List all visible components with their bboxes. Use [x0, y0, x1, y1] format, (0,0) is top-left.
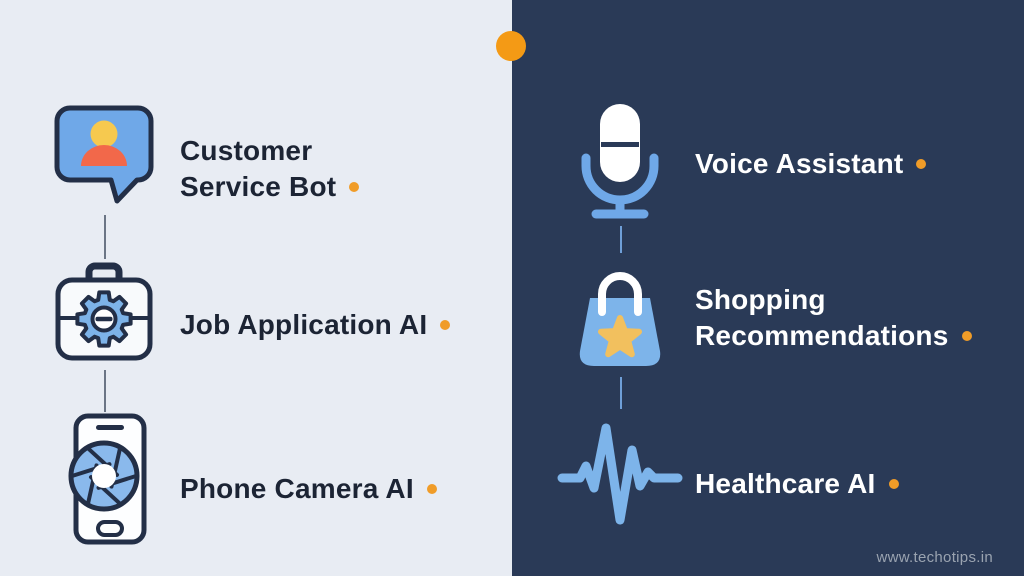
left-item-text: Customer Service Bot [180, 135, 337, 202]
center-accent-dot [496, 31, 526, 61]
bullet-dot-icon [349, 181, 360, 192]
right-item-label: Voice Assistant [695, 146, 1024, 182]
connector-line [620, 377, 622, 409]
heartbeat-pulse-icon [556, 416, 684, 534]
bullet-dot-icon [961, 330, 972, 341]
bullet-dot-icon [916, 158, 927, 169]
right-item-text: Shopping Recommendations [695, 284, 949, 351]
left-item-text: Phone Camera AI [180, 473, 414, 504]
right-item-label: Healthcare AI [695, 466, 1024, 502]
bullet-dot-icon [888, 478, 899, 489]
connector-line [104, 215, 106, 259]
phone-camera-aperture-icon [60, 412, 148, 546]
left-item-label: Phone Camera AI [180, 471, 520, 507]
right-item-label: Shopping Recommendations [695, 282, 1024, 354]
left-item-label: Customer Service Bot [180, 133, 395, 205]
left-item-label: Job Application AI [180, 307, 520, 343]
briefcase-gear-icon [52, 260, 156, 364]
bullet-dot-icon [426, 483, 437, 494]
bullet-dot-icon [440, 319, 451, 330]
connector-line [104, 370, 106, 412]
right-item-text: Voice Assistant [695, 148, 904, 179]
chat-bubble-person-icon [53, 103, 155, 209]
shopping-bag-star-icon [570, 254, 670, 374]
right-item-text: Healthcare AI [695, 468, 876, 499]
watermark: www.techotips.in [876, 549, 993, 566]
microphone-icon [576, 100, 664, 224]
connector-line [620, 226, 622, 253]
left-item-text: Job Application AI [180, 309, 428, 340]
